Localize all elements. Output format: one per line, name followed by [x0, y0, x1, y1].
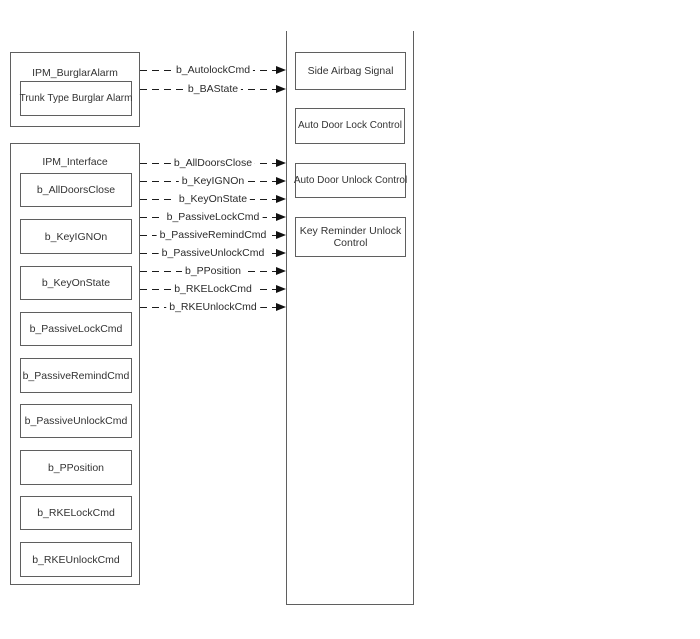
arrowhead [276, 285, 286, 293]
node-label: Trunk Type Burglar Alarm [19, 92, 133, 104]
node-b-passiveunlockcmd: b_PassiveUnlockCmd [20, 404, 132, 438]
signal-arrow-b-keyonstate: b_KeyOnState [140, 193, 286, 206]
arrowhead [276, 85, 286, 93]
signal-label: b_RKEUnlockCmd [166, 301, 260, 314]
node-b-keyonstate: b_KeyOnState [20, 266, 132, 300]
signal-label: b_PassiveLockCmd [163, 211, 263, 224]
node-auto-door-unlock-control: Auto Door Unlock Control [293, 163, 408, 198]
signal-label: b_KeyIGNOn [178, 175, 248, 188]
node-label: b_RKELockCmd [37, 507, 115, 519]
signal-label: b_RKELockCmd [171, 283, 255, 296]
signal-label: b_BAState [184, 83, 242, 96]
group-title-ipm-burglaralarm: IPM_BurglarAlarm [32, 67, 118, 79]
signal-label: b_PassiveRemindCmd [156, 229, 270, 242]
node-label: b_PassiveRemindCmd [22, 369, 130, 382]
arrowhead [276, 66, 286, 74]
signal-label: b_AutolockCmd [172, 64, 254, 77]
node-b-passiveremindcmd: b_PassiveRemindCmd [20, 358, 132, 393]
signal-label: b_PPosition [181, 265, 245, 278]
node-label: b_AllDoorsClose [36, 184, 116, 196]
arrowhead [276, 249, 286, 257]
node-key-reminder-unlock-control: Key Reminder Unlock Control [295, 217, 406, 257]
node-b-rkelockcmd: b_RKELockCmd [20, 496, 132, 530]
arrowhead [276, 213, 286, 221]
signal-label: b_KeyOnState [175, 193, 251, 206]
signal-label: b_PassiveUnlockCmd [158, 247, 268, 260]
node-trunk-type-burglar-alarm: Trunk Type Burglar Alarm [20, 81, 132, 116]
node-b-pposition: b_PPosition [20, 450, 132, 485]
signal-arrow-b-bastate: b_BAState [140, 83, 286, 96]
node-label: b_KeyOnState [41, 277, 111, 289]
node-label: Auto Door Unlock Control [293, 174, 408, 186]
node-label: b_PassiveLockCmd [29, 323, 123, 335]
arrowhead [276, 303, 286, 311]
node-side-airbag-signal: Side Airbag Signal [295, 52, 406, 90]
signal-arrow-b-pposition: b_PPosition [140, 265, 286, 278]
node-label: Key Reminder Unlock Control [299, 225, 402, 249]
arrowhead [276, 267, 286, 275]
signal-arrow-b-passiveremindcmd: b_PassiveRemindCmd [140, 229, 286, 242]
node-label: b_PassiveUnlockCmd [24, 415, 128, 427]
node-b-passivelockcmd: b_PassiveLockCmd [20, 312, 132, 346]
signal-arrow-b-keyignon: b_KeyIGNOn [140, 175, 286, 188]
signal-arrow-b-autolockcmd: b_AutolockCmd [140, 64, 286, 77]
target-container: Side Airbag Signal Auto Door Lock Contro… [286, 31, 414, 605]
signal-arrow-b-alldoorsclose: b_AllDoorsClose [140, 157, 286, 170]
signal-arrow-b-rkeunlockcmd: b_RKEUnlockCmd [140, 301, 286, 314]
node-label: b_KeyIGNOn [44, 230, 108, 243]
node-auto-door-lock-control: Auto Door Lock Control [295, 108, 405, 144]
node-label: Side Airbag Signal [307, 65, 394, 77]
arrowhead [276, 231, 286, 239]
group-box-ipm-burglaralarm: IPM_BurglarAlarm Trunk Type Burglar Alar… [10, 52, 140, 127]
signal-arrow-b-passiveunlockcmd: b_PassiveUnlockCmd [140, 247, 286, 260]
node-b-rkeunlockcmd: b_RKEUnlockCmd [20, 542, 132, 577]
signal-arrow-b-rkelockcmd: b_RKELockCmd [140, 283, 286, 296]
arrowhead [276, 195, 286, 203]
node-b-alldoorsclose: b_AllDoorsClose [20, 173, 132, 207]
signal-label: b_AllDoorsClose [170, 157, 256, 170]
node-b-keyignon: b_KeyIGNOn [20, 219, 132, 254]
group-box-ipm-interface: IPM_Interface b_AllDoorsClose b_KeyIGNOn… [10, 143, 140, 585]
arrowhead [276, 177, 286, 185]
signal-arrow-b-passivelockcmd: b_PassiveLockCmd [140, 211, 286, 224]
node-label: b_PPosition [47, 461, 105, 474]
arrowhead [276, 159, 286, 167]
node-label: Auto Door Lock Control [298, 120, 402, 131]
node-label: b_RKEUnlockCmd [32, 553, 120, 566]
group-title-ipm-interface: IPM_Interface [42, 156, 108, 168]
